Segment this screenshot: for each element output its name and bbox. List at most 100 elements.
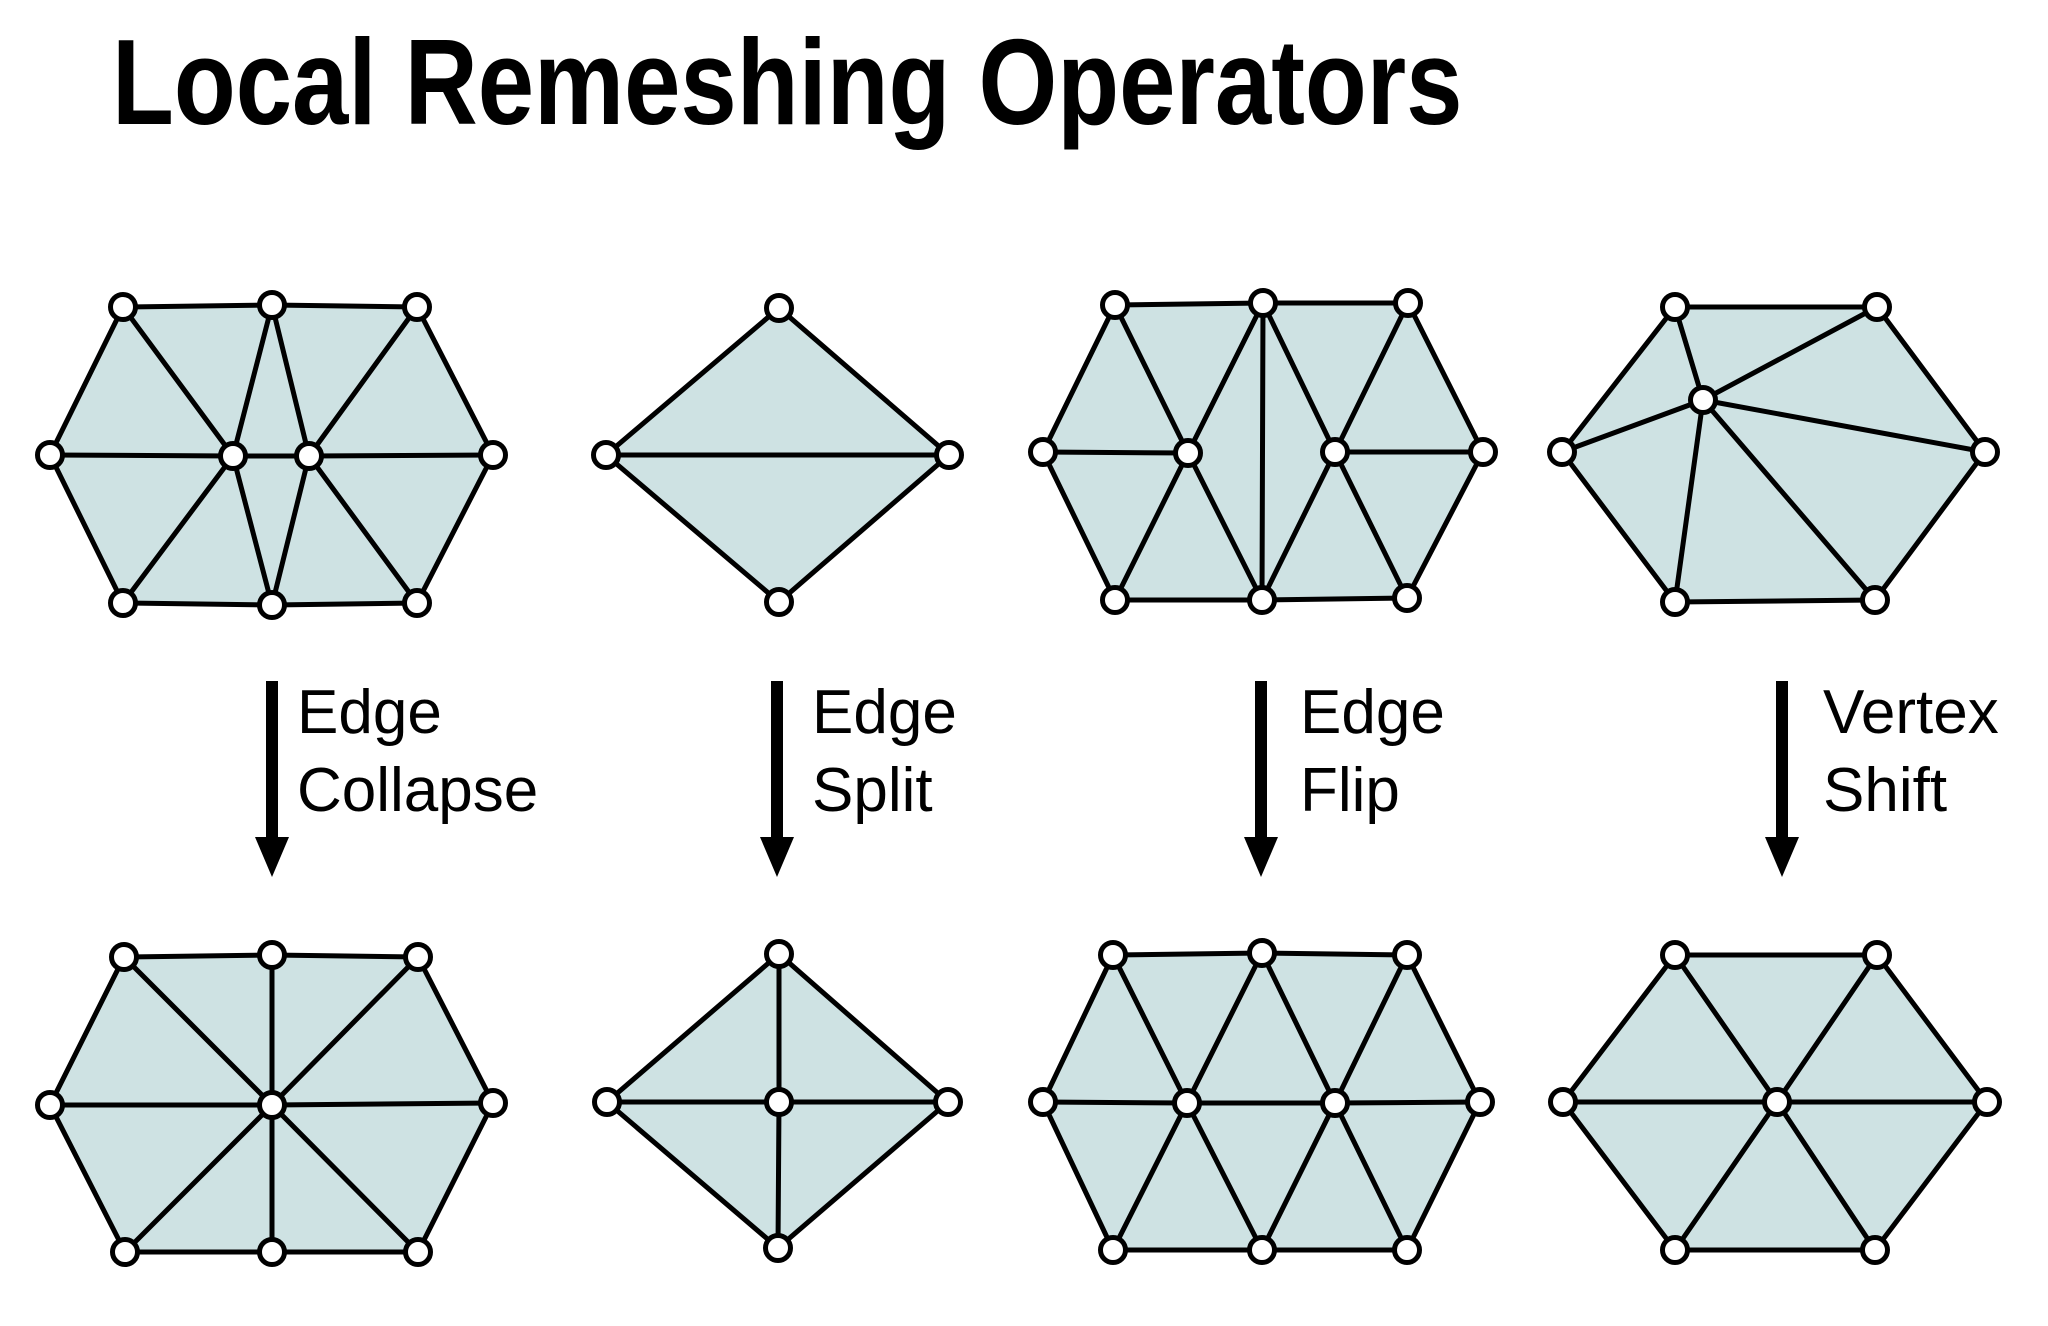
mesh-vertex: [1320, 1088, 1350, 1118]
mesh-edge: [1040, 302, 1118, 455]
mesh-vertex: [1028, 437, 1058, 467]
mesh-edge: [1259, 449, 1338, 603]
mesh-edge: [1874, 952, 1990, 1105]
mesh-vertex: [1660, 292, 1690, 322]
mesh-edge: [1259, 950, 1410, 958]
mesh-after-edge-split: [592, 939, 963, 1263]
mesh-edge: [1040, 952, 1116, 1105]
mesh-vertex: [35, 440, 65, 470]
mesh-before-edge-collapse: [35, 290, 508, 620]
mesh-edge: [1700, 397, 1988, 455]
mesh-edge: [1404, 952, 1483, 1105]
mesh-edge: [120, 304, 236, 459]
mesh-vertex: [478, 1088, 508, 1118]
mesh-edge: [121, 954, 275, 1108]
mesh-edge: [306, 452, 496, 459]
mesh-edge: [1700, 397, 1878, 603]
mesh-edge: [775, 1099, 782, 1251]
mesh-vertex: [1247, 585, 1277, 615]
mesh-edge: [1560, 1099, 1678, 1253]
mesh-vertex: [1660, 1235, 1690, 1265]
mesh-vertex: [1248, 288, 1278, 318]
mesh-edge: [1774, 952, 1880, 1105]
mesh-vertex: [110, 1237, 140, 1267]
mesh-edge: [269, 302, 312, 459]
mesh-vertex: [478, 440, 508, 470]
arrow-head: [1244, 837, 1278, 877]
mesh-edge: [1405, 300, 1486, 455]
mesh-edge: [775, 1099, 951, 1251]
mesh-vertex: [402, 292, 432, 322]
mesh-edge: [230, 302, 275, 459]
mesh-edge: [1259, 1100, 1338, 1253]
mesh-fill: [1562, 307, 1985, 602]
mesh-before-edge-split: [591, 293, 964, 617]
operator-label-line: Collapse: [297, 756, 539, 825]
mesh-edge: [1332, 449, 1410, 601]
mesh-vertex: [1392, 1235, 1422, 1265]
mesh-vertex: [109, 942, 139, 972]
operator-label-line: Vertex: [1823, 678, 1999, 747]
mesh-vertex: [294, 441, 324, 471]
mesh-edge: [603, 305, 782, 458]
arrow-edge-collapse: [255, 681, 289, 877]
mesh-vertex: [1247, 938, 1277, 968]
mesh-after-edge-collapse: [35, 940, 508, 1267]
mesh-edge: [604, 951, 782, 1105]
mesh-vertex: [1860, 585, 1890, 615]
mesh-edge: [1332, 952, 1410, 1106]
mesh-edge: [122, 1102, 275, 1255]
mesh-edge: [47, 304, 126, 458]
mesh-edge: [1040, 449, 1118, 603]
mesh-vertex: [934, 440, 964, 470]
mesh-vertex: [1970, 437, 2000, 467]
mesh-vertex: [108, 588, 138, 618]
mesh-edge: [1774, 1099, 1878, 1253]
mesh-edge: [230, 453, 275, 608]
mesh-edge: [269, 954, 421, 1108]
mesh-edge: [1872, 1099, 1990, 1253]
mesh-edge: [1874, 304, 1988, 455]
mesh-vertex: [1320, 437, 1350, 467]
operator-label-line: Edge: [1300, 678, 1445, 747]
mesh-edge: [1700, 304, 1880, 403]
mesh-edge: [47, 452, 236, 459]
mesh-after-edge-flip: [1028, 938, 1495, 1265]
mesh-vertex: [1173, 438, 1203, 468]
mesh-vertex: [1393, 288, 1423, 318]
mesh-vertex: [218, 441, 248, 471]
mesh-edge: [415, 1100, 496, 1255]
mesh-vertex: [257, 1237, 287, 1267]
mesh-edge: [1040, 449, 1191, 456]
mesh-edge: [603, 452, 782, 605]
mesh-edge: [1184, 1100, 1265, 1253]
mesh-vertex: [763, 1233, 793, 1263]
mesh-edge: [269, 600, 420, 608]
mesh-vertex: [591, 440, 621, 470]
mesh-edge: [604, 1099, 781, 1251]
mesh-edge: [269, 453, 312, 608]
mesh-vertex: [403, 1237, 433, 1267]
arrow-head: [760, 837, 794, 877]
mesh-vertex: [764, 939, 794, 969]
arrow-edge-split: [760, 681, 794, 877]
mesh-vertex: [1098, 940, 1128, 970]
mesh-vertex: [1028, 1087, 1058, 1117]
mesh-vertex: [933, 1087, 963, 1117]
mesh-edge: [1672, 1099, 1780, 1253]
mesh-vertex: [403, 942, 433, 972]
mesh-edge: [1259, 950, 1338, 1106]
arrow-head: [1765, 837, 1799, 877]
mesh-edge: [1560, 952, 1678, 1105]
mesh-edge: [120, 453, 236, 606]
mesh-edge: [1559, 304, 1678, 455]
page-title: Local Remeshing Operators: [112, 14, 1463, 150]
mesh-edge: [1112, 450, 1191, 603]
mesh-edge: [1672, 397, 1706, 605]
mesh-edge: [1185, 450, 1265, 603]
mesh-edge: [120, 600, 275, 608]
operator-label-edge-split: Edge Split: [812, 674, 957, 830]
mesh-edge: [47, 954, 127, 1108]
mesh-vertex: [1660, 587, 1690, 617]
